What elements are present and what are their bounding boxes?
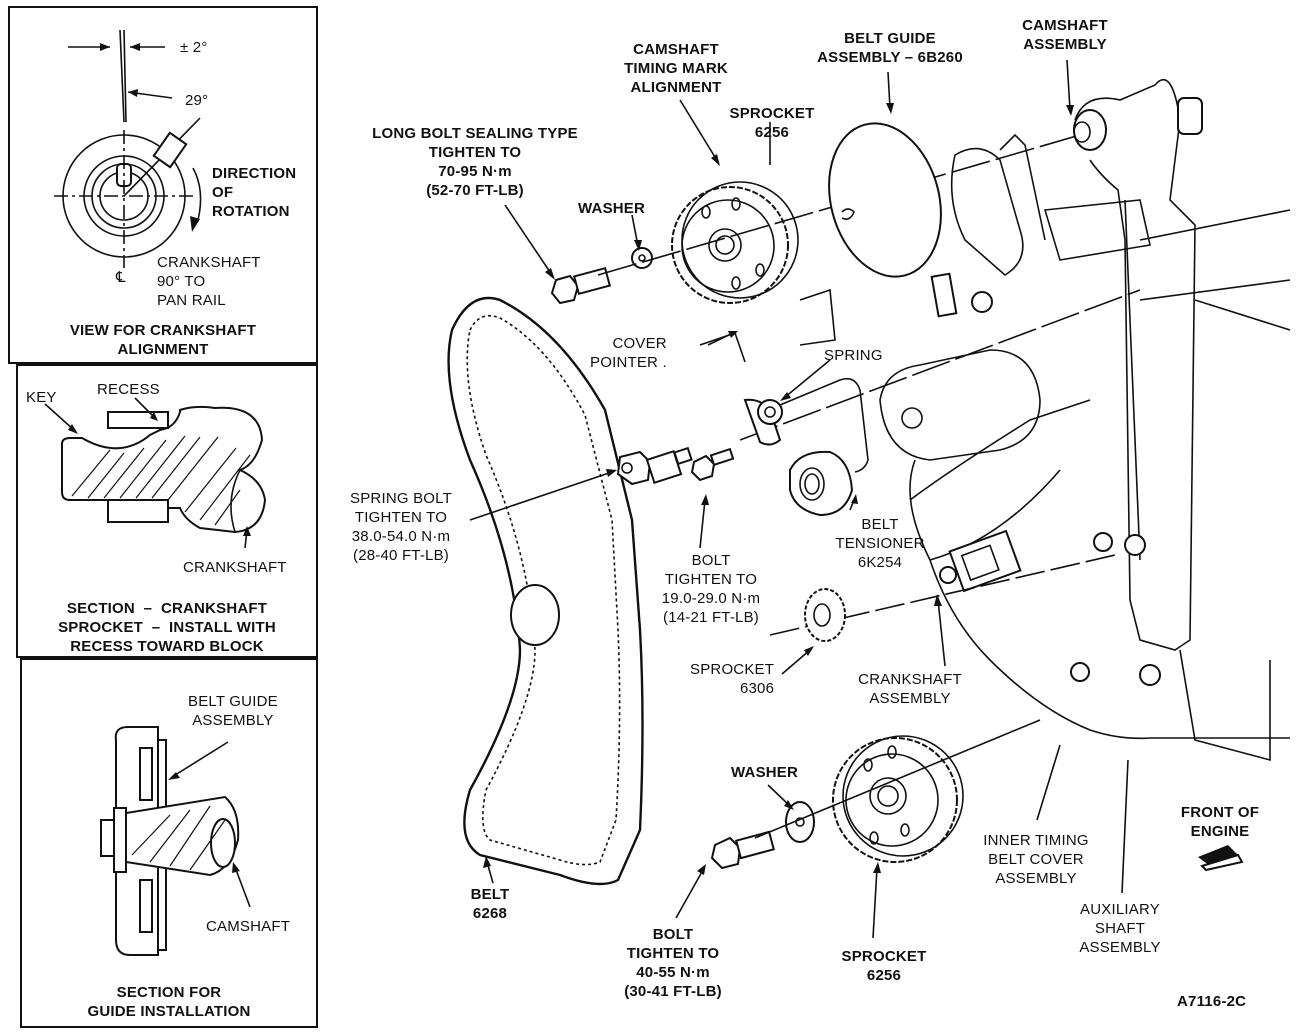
sprocket-6256-top-label: SPROCKET 6256 [729, 105, 815, 141]
angle-label: 29° [185, 92, 209, 109]
crankshaft-sprocket-caption: SECTION – CRANKSHAFT SPROCKET – INSTALL … [58, 600, 276, 655]
key-label: KEY [26, 389, 57, 406]
tensioner-drawing [469, 288, 869, 549]
bolt-40-55-torque-label: BOLT TIGHTEN TO 40-55 N·m (30-41 FT-LB) [624, 926, 722, 1000]
centerline-symbol: ℄ [116, 269, 126, 286]
crankshaft-sprocket-drawing [781, 588, 946, 675]
inner-timing-belt-cover-label: INNER TIMING BELT COVER ASSEMBLY [983, 832, 1089, 887]
front-of-engine-label: FRONT OF ENGINE [1180, 804, 1260, 840]
bolt-19-29-torque-label: BOLT TIGHTEN TO 19.0-29.0 N·m (14-21 FT-… [661, 552, 761, 626]
auxiliary-sprocket-drawing [675, 719, 1129, 939]
tolerance-label: ± 2° [180, 39, 208, 56]
crank-sprocket-section-drawing [44, 397, 267, 549]
recess-label: RECESS [97, 381, 160, 398]
front-of-engine-arrow-icon [1198, 845, 1244, 872]
crankshaft-alignment-caption: VIEW FOR CRANKSHAFT ALIGNMENT [69, 322, 257, 358]
spring-label: SPRING [824, 347, 883, 364]
crankshaft-assembly-label: CRANKSHAFT ASSEMBLY [858, 671, 962, 707]
figure-id-label: A7116-2C [1177, 993, 1247, 1010]
guide-installation-caption: SECTION FOR GUIDE INSTALLATION [87, 984, 251, 1020]
engine-block-drawing [739, 59, 1291, 762]
timing-belt-drawing [447, 296, 644, 886]
cover-pointer-label: COVER POINTER . [590, 335, 667, 371]
camshaft-assembly-label: CAMSHAFT ASSEMBLY [1022, 17, 1108, 53]
sprocket-6256-bottom-label: SPROCKET 6256 [841, 948, 927, 984]
sprocket-6306-label: SPROCKET 6306 [690, 661, 775, 697]
crank-alignment-drawing [54, 29, 202, 268]
belt-guide-assembly-inset-label: BELT GUIDE ASSEMBLY [188, 693, 278, 729]
belt-guide-assembly-label: BELT GUIDE ASSEMBLY – 6B260 [817, 30, 963, 66]
belt-6268-label: BELT 6268 [470, 886, 510, 922]
camshaft-timing-mark-label: CAMSHAFT TIMING MARK ALIGNMENT [624, 41, 728, 96]
washer-top-label: WASHER [578, 200, 646, 217]
camshaft-inset-label: CAMSHAFT [206, 918, 291, 935]
belt-guide-drawing [828, 71, 942, 278]
guide-section-drawing [100, 726, 251, 956]
crankshaft-label: CRANKSHAFT [183, 559, 287, 576]
belt-tensioner-label: BELT TENSIONER 6K254 [835, 516, 925, 571]
spring-bolt-torque-label: SPRING BOLT TIGHTEN TO 38.0-54.0 N·m (28… [350, 490, 452, 564]
direction-of-rotation-label: DIRECTION OF ROTATION [212, 165, 297, 220]
auxiliary-shaft-assembly-label: AUXILIARY SHAFT ASSEMBLY [1079, 901, 1161, 956]
washer-bottom-label: WASHER [731, 764, 799, 781]
long-bolt-torque-label: LONG BOLT SEALING TYPE TIGHTEN TO 70-95 … [372, 125, 578, 199]
crankshaft-90-note: CRANKSHAFT 90° TO PAN RAIL [157, 254, 261, 309]
